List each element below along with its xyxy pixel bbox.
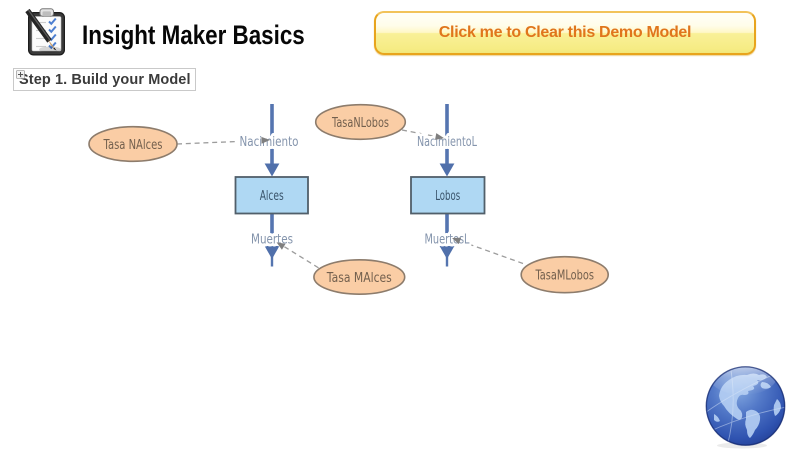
variable-tasanlobos[interactable]: TasaNLobos bbox=[314, 103, 407, 141]
step-label-box[interactable]: Step 1. Build your Model bbox=[13, 68, 196, 91]
variable-tasamalces[interactable]: Tasa MAlces bbox=[313, 258, 406, 295]
flow-label-nacimientol[interactable]: NacimientoL bbox=[414, 132, 481, 153]
stock-label-alces: Alces bbox=[260, 189, 284, 204]
stock-alces[interactable]: Alces bbox=[234, 176, 309, 215]
link-tasamalces-muertes[interactable] bbox=[279, 243, 327, 274]
variable-tasanalces[interactable]: Tasa NAlces bbox=[88, 125, 178, 163]
variable-label-tasamlobos: TasaMLobos bbox=[535, 269, 594, 284]
flow-arrowhead bbox=[439, 163, 455, 177]
page-title: Insight Maker Basics bbox=[82, 20, 305, 50]
link-arrowhead bbox=[435, 133, 444, 140]
flow-arrowhead bbox=[439, 246, 455, 259]
stock-lobos[interactable]: Lobos bbox=[410, 176, 486, 215]
link-tasamlobos-muertesl[interactable] bbox=[455, 238, 524, 265]
link-arrowhead bbox=[261, 136, 270, 144]
flow-label-nacimiento[interactable]: Nacimiento bbox=[237, 132, 302, 153]
plus-cursor-icon bbox=[16, 70, 25, 79]
stock-label-lobos: Lobos bbox=[435, 189, 460, 204]
variable-label-tasanlobos: TasaNLobos bbox=[331, 116, 389, 131]
link-tasanlobos-nacimientol[interactable] bbox=[401, 129, 441, 138]
flow-nacimientol[interactable] bbox=[439, 104, 455, 177]
flow-nacimiento[interactable] bbox=[264, 104, 280, 177]
link-arrowhead bbox=[276, 242, 286, 250]
variable-label-tasanalces: Tasa NAlces bbox=[103, 138, 163, 153]
link-arrowhead bbox=[452, 237, 462, 245]
globe-icon bbox=[705, 366, 786, 449]
flow-arrowhead bbox=[264, 246, 280, 259]
flow-label-muertesl[interactable]: MuertesL bbox=[422, 230, 474, 251]
variable-tasamlobos[interactable]: TasaMLobos bbox=[520, 255, 610, 294]
link-tasanalces-nacimiento[interactable] bbox=[176, 139, 267, 145]
clipboard-pencil-icon bbox=[25, 8, 65, 56]
flow-arrowhead bbox=[264, 163, 280, 177]
flow-label-muertes[interactable]: Muertes bbox=[248, 230, 296, 251]
flow-muertes[interactable] bbox=[264, 213, 280, 267]
clear-demo-model-button[interactable]: Click me to Clear this Demo Model bbox=[374, 11, 756, 55]
variable-label-tasamalces: Tasa MAlces bbox=[326, 271, 392, 286]
flow-muertesl[interactable] bbox=[439, 213, 455, 267]
step-label-text: Step 1. Build your Model bbox=[19, 71, 191, 88]
